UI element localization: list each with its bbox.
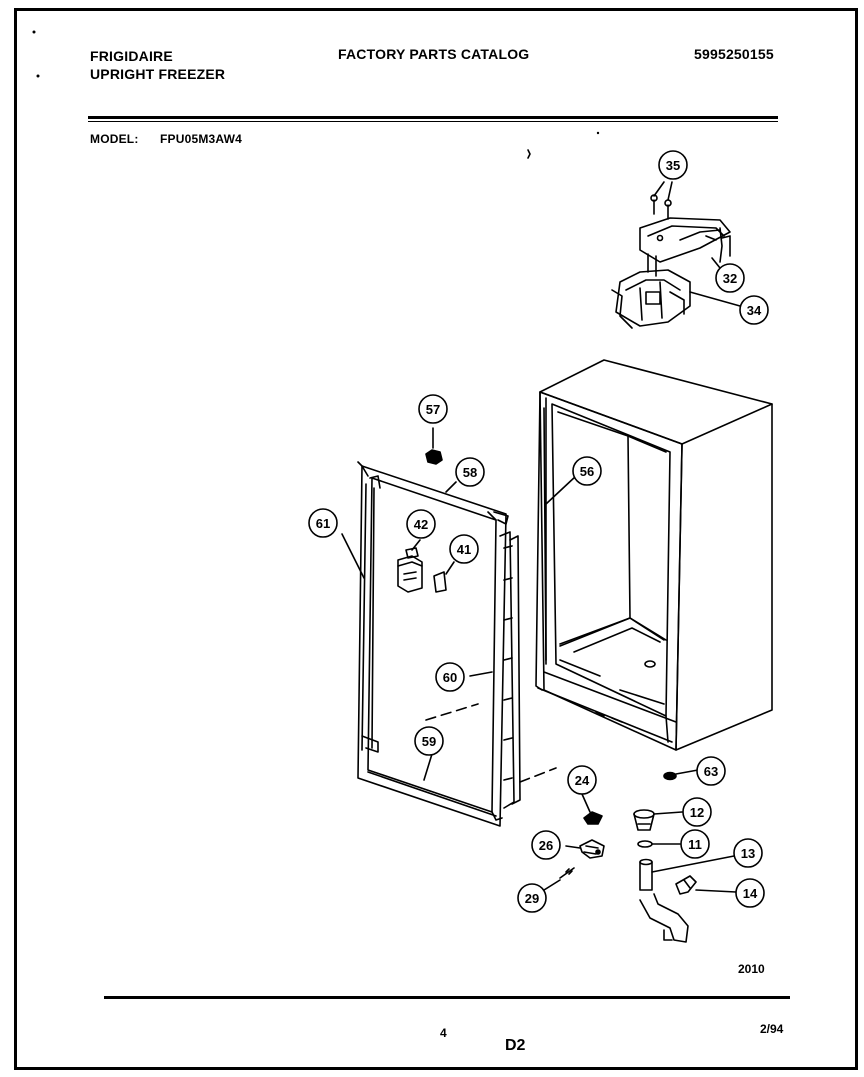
model-label: MODEL:	[90, 132, 139, 146]
svg-text:13: 13	[741, 846, 755, 861]
foot-57-drawing	[425, 427, 443, 465]
page-number: 4	[440, 1026, 447, 1040]
svg-text:24: 24	[575, 773, 590, 788]
callout-12: 12	[682, 797, 712, 827]
callout-11: 11	[680, 829, 710, 859]
callout-60: 60	[435, 662, 465, 692]
callout-35: 35	[658, 150, 688, 180]
model-number: FPU05M3AW4	[160, 132, 243, 146]
svg-text:60: 60	[443, 670, 457, 685]
section-code: D2	[505, 1037, 526, 1054]
header-rule-thin	[88, 121, 778, 122]
callout-13: 13	[733, 838, 763, 868]
callout-57: 57	[418, 394, 448, 424]
svg-text:32: 32	[723, 271, 737, 286]
callout-group: 35 32 34 57 58 56 61 42	[308, 150, 769, 913]
callout-24: 24	[567, 765, 597, 795]
control-assembly-drawing	[611, 181, 741, 329]
page-frame	[14, 8, 858, 1070]
callout-26: 26	[531, 830, 561, 860]
callout-41: 41	[449, 534, 479, 564]
footer-rule	[104, 996, 790, 999]
callout-42: 42	[406, 509, 436, 539]
callout-34: 34	[739, 295, 769, 325]
brand-name: FRIGIDAIRE	[90, 48, 173, 64]
svg-text:14: 14	[743, 886, 758, 901]
callout-56: 56	[572, 456, 602, 486]
callout-58: 58	[455, 457, 485, 487]
door-bracket-drawing	[397, 539, 455, 593]
catalog-number: 5995250155	[694, 46, 774, 62]
callout-61: 61	[308, 508, 338, 538]
callout-59: 59	[414, 726, 444, 756]
svg-text:57: 57	[426, 402, 440, 417]
svg-text:11: 11	[688, 837, 702, 852]
svg-text:41: 41	[457, 542, 471, 557]
callout-29: 29	[517, 883, 547, 913]
svg-text:58: 58	[463, 465, 477, 480]
svg-text:63: 63	[704, 764, 718, 779]
hinge-parts-drawing	[543, 793, 605, 891]
callout-63: 63	[696, 756, 726, 786]
callout-14: 14	[735, 878, 765, 908]
leg-63-drawing	[663, 769, 699, 781]
svg-text:56: 56	[580, 464, 594, 479]
svg-text:59: 59	[422, 734, 436, 749]
svg-text:26: 26	[539, 838, 553, 853]
catalog-title: FACTORY PARTS CATALOG	[338, 46, 530, 62]
svg-text:61: 61	[316, 516, 330, 531]
cabinet-drawing	[535, 359, 773, 751]
drain-parts-drawing	[633, 809, 737, 943]
callout-32: 32	[715, 263, 745, 293]
svg-text:35: 35	[666, 158, 680, 173]
svg-text:12: 12	[690, 805, 704, 820]
product-name: UPRIGHT FREEZER	[90, 66, 226, 82]
header-rule-thick	[88, 116, 778, 119]
svg-text:42: 42	[414, 517, 428, 532]
svg-text:34: 34	[747, 303, 762, 318]
door-drawing	[341, 461, 557, 827]
drawing-code: 2010	[738, 962, 765, 976]
svg-text:29: 29	[525, 891, 539, 906]
revision-date: 2/94	[760, 1022, 784, 1036]
